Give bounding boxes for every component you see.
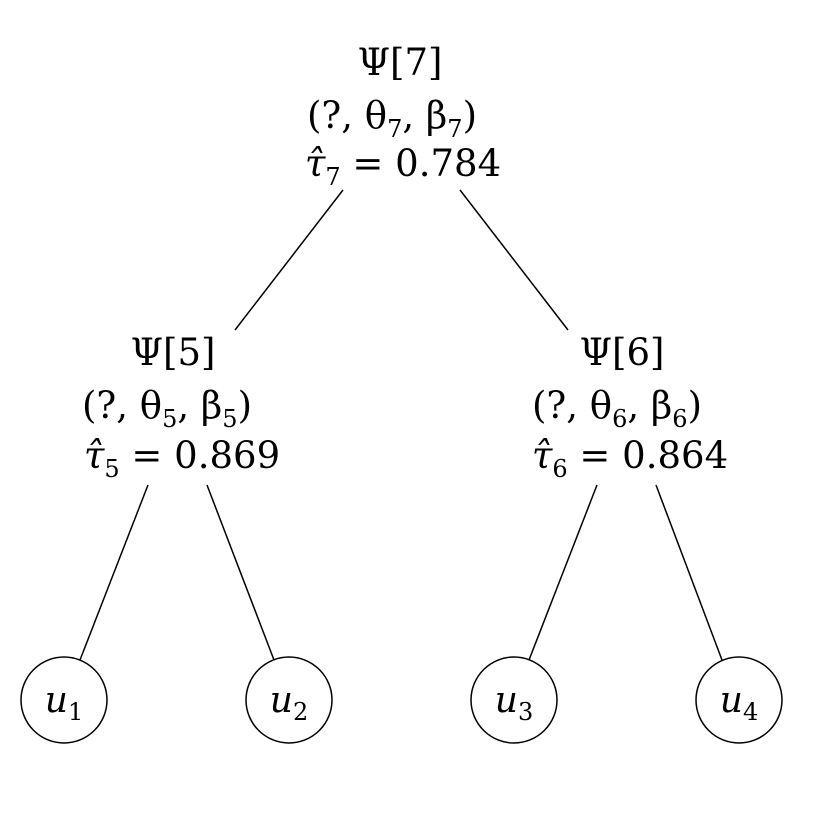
edge-left-leaf1 [79, 484, 149, 661]
edge-right-leaf4 [655, 484, 723, 661]
leaf-label: u2 [270, 680, 308, 726]
node-left-tau: τ̂5 = 0.869 [84, 434, 280, 483]
leaf-circle [245, 656, 333, 744]
node-root-tau: τ̂7 = 0.784 [305, 142, 501, 191]
leaf-label: u3 [495, 680, 533, 726]
node-right-label: Ψ[6] [580, 331, 665, 374]
leaf-label: u4 [720, 680, 758, 726]
node-left-params: (?, θ5, β5) [82, 384, 252, 433]
leaf-circle [695, 656, 783, 744]
node-root: Ψ[7] (?, θ7, β7) τ̂7 = 0.784 [305, 41, 501, 191]
node-right-params: (?, θ6, β6) [532, 384, 702, 433]
node-left-label: Ψ[5] [131, 331, 216, 374]
node-root-params: (?, θ7, β7) [307, 94, 477, 143]
node-left: Ψ[5] (?, θ5, β5) τ̂5 = 0.869 [82, 331, 280, 483]
leaf-label: u1 [45, 680, 83, 726]
edge-root-left [234, 189, 344, 331]
leaf-u4: u4 [695, 656, 783, 744]
leaf-circle [470, 656, 558, 744]
edge-right-leaf3 [528, 484, 598, 661]
leaf-u3: u3 [470, 656, 558, 744]
edge-left-leaf2 [206, 484, 275, 661]
edge-root-right [459, 189, 569, 331]
node-root-label: Ψ[7] [358, 41, 443, 84]
leaf-circle [20, 656, 108, 744]
leaf-u2: u2 [245, 656, 333, 744]
node-right: Ψ[6] (?, θ6, β6) τ̂6 = 0.864 [532, 331, 728, 483]
node-right-tau: τ̂6 = 0.864 [532, 434, 728, 483]
leaf-u1: u1 [20, 656, 108, 744]
